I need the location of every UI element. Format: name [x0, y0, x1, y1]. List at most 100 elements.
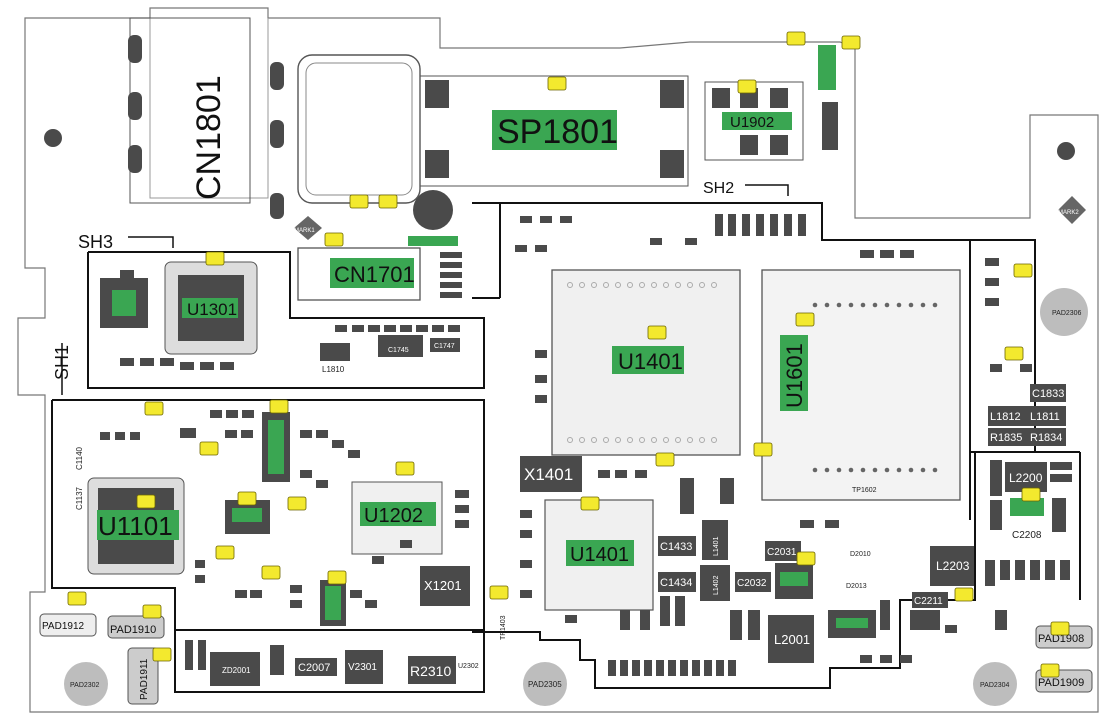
sh2-arrow: [745, 184, 789, 196]
cn1801-pad: [128, 92, 142, 120]
l1402-body: [700, 565, 730, 601]
mark1-diamond: [294, 216, 322, 240]
u1401b-label: U1401: [570, 544, 629, 566]
note-marker[interactable]: [580, 496, 600, 511]
component: [818, 45, 836, 90]
note-marker[interactable]: [1021, 487, 1041, 502]
note-markers[interactable]: [67, 31, 1070, 678]
mark2-diamond: [1058, 196, 1086, 224]
l2200-label: L2200: [1009, 471, 1043, 485]
pad2302-label: PAD2302: [70, 682, 100, 689]
cn1801-pad: [128, 35, 142, 63]
v2301-body: [345, 650, 383, 684]
note-marker[interactable]: [737, 79, 757, 94]
sh2-label: SH2: [703, 180, 734, 197]
note-marker[interactable]: [327, 570, 347, 585]
pad1911-label: PAD1911: [139, 658, 150, 700]
note-marker[interactable]: [1040, 663, 1060, 678]
note-marker[interactable]: [237, 491, 257, 506]
bga-balls: [812, 302, 938, 473]
board-outline: [17, 7, 1099, 713]
note-marker[interactable]: [395, 461, 415, 476]
c2032-label: C2032: [737, 578, 767, 589]
d2013-label: D2013: [846, 583, 867, 590]
l1811-body: [1028, 406, 1066, 426]
c2031-label: C2031: [767, 547, 797, 558]
pad2305-label: PAD2305: [528, 680, 562, 689]
c2208-label: C2208: [1012, 530, 1042, 541]
note-marker[interactable]: [1004, 346, 1024, 361]
note-marker[interactable]: [954, 587, 974, 602]
note-marker[interactable]: [152, 647, 172, 662]
note-marker[interactable]: [287, 496, 307, 511]
note-marker[interactable]: [136, 494, 156, 509]
cn1801-pad: [128, 145, 142, 173]
l1402-label: L1402: [713, 575, 720, 595]
sp1801-label: SP1801: [497, 113, 618, 151]
component: [836, 618, 868, 628]
c1833-label: C1833: [1032, 388, 1064, 400]
note-marker[interactable]: [795, 312, 815, 327]
note-marker[interactable]: [215, 545, 235, 560]
c1433-label: C1433: [660, 541, 692, 553]
note-marker[interactable]: [489, 585, 509, 600]
l2200-body: [1005, 462, 1047, 492]
note-marker[interactable]: [199, 441, 219, 456]
x1201-body: [420, 566, 470, 606]
u1601-label: U1601: [782, 343, 807, 408]
u1902-pad: [770, 135, 788, 155]
pad2305: [523, 662, 567, 706]
note-marker[interactable]: [67, 591, 87, 606]
note-marker[interactable]: [753, 442, 773, 457]
pad1910-label: PAD1910: [110, 624, 156, 636]
cn1801-pad: [270, 62, 284, 90]
note-marker[interactable]: [261, 565, 281, 580]
u1301-label-bg: [182, 298, 238, 318]
sp1801-pad: [660, 150, 684, 178]
cn1801-label: CN1801: [190, 75, 228, 200]
note-marker[interactable]: [205, 251, 225, 266]
component: [268, 420, 284, 474]
sh3-label: SH3: [78, 232, 113, 252]
mounting-hole: [413, 190, 453, 230]
u1101-label: U1101: [98, 511, 173, 541]
l2203-label: L2203: [936, 559, 970, 573]
note-marker[interactable]: [796, 551, 816, 566]
note-marker[interactable]: [144, 401, 164, 416]
r1835-body: [988, 428, 1028, 446]
c1137-label: C1137: [75, 486, 84, 510]
pad2304-label: PAD2304: [980, 682, 1010, 689]
cn1701-outline: [297, 247, 421, 301]
note-marker[interactable]: [142, 604, 162, 619]
r1834-label: R1834: [1030, 432, 1062, 444]
note-marker[interactable]: [655, 452, 675, 467]
note-marker[interactable]: [1013, 263, 1033, 278]
note-marker[interactable]: [547, 76, 567, 91]
cn1801-pad: [270, 193, 284, 219]
note-marker[interactable]: [786, 31, 806, 46]
u1401a-label-bg: [612, 346, 684, 374]
pad1909-label: PAD1909: [1038, 677, 1084, 689]
pad1912-label: PAD1912: [42, 621, 85, 632]
pad2302: [64, 662, 108, 706]
c1140-label: C1140: [75, 446, 84, 470]
x1201-label: X1201: [424, 578, 462, 593]
note-marker[interactable]: [1050, 621, 1070, 636]
u1202-label-bg: [360, 502, 436, 526]
note-marker[interactable]: [647, 325, 667, 340]
component: [1010, 498, 1044, 516]
c2032-body: [735, 572, 771, 592]
note-marker[interactable]: [841, 35, 861, 50]
mark2-label: MARK2: [1058, 210, 1079, 216]
note-marker[interactable]: [324, 232, 344, 247]
l1812-body: [988, 406, 1028, 426]
l2203-body: [930, 546, 974, 586]
c2211-body: [912, 592, 948, 608]
u1601-label-bg: [780, 335, 808, 411]
x1401-body: [520, 456, 582, 492]
component: [378, 335, 423, 357]
note-marker[interactable]: [349, 194, 369, 209]
note-marker[interactable]: [378, 194, 398, 209]
note-marker[interactable]: [269, 399, 289, 414]
l1810-body: [320, 343, 350, 361]
